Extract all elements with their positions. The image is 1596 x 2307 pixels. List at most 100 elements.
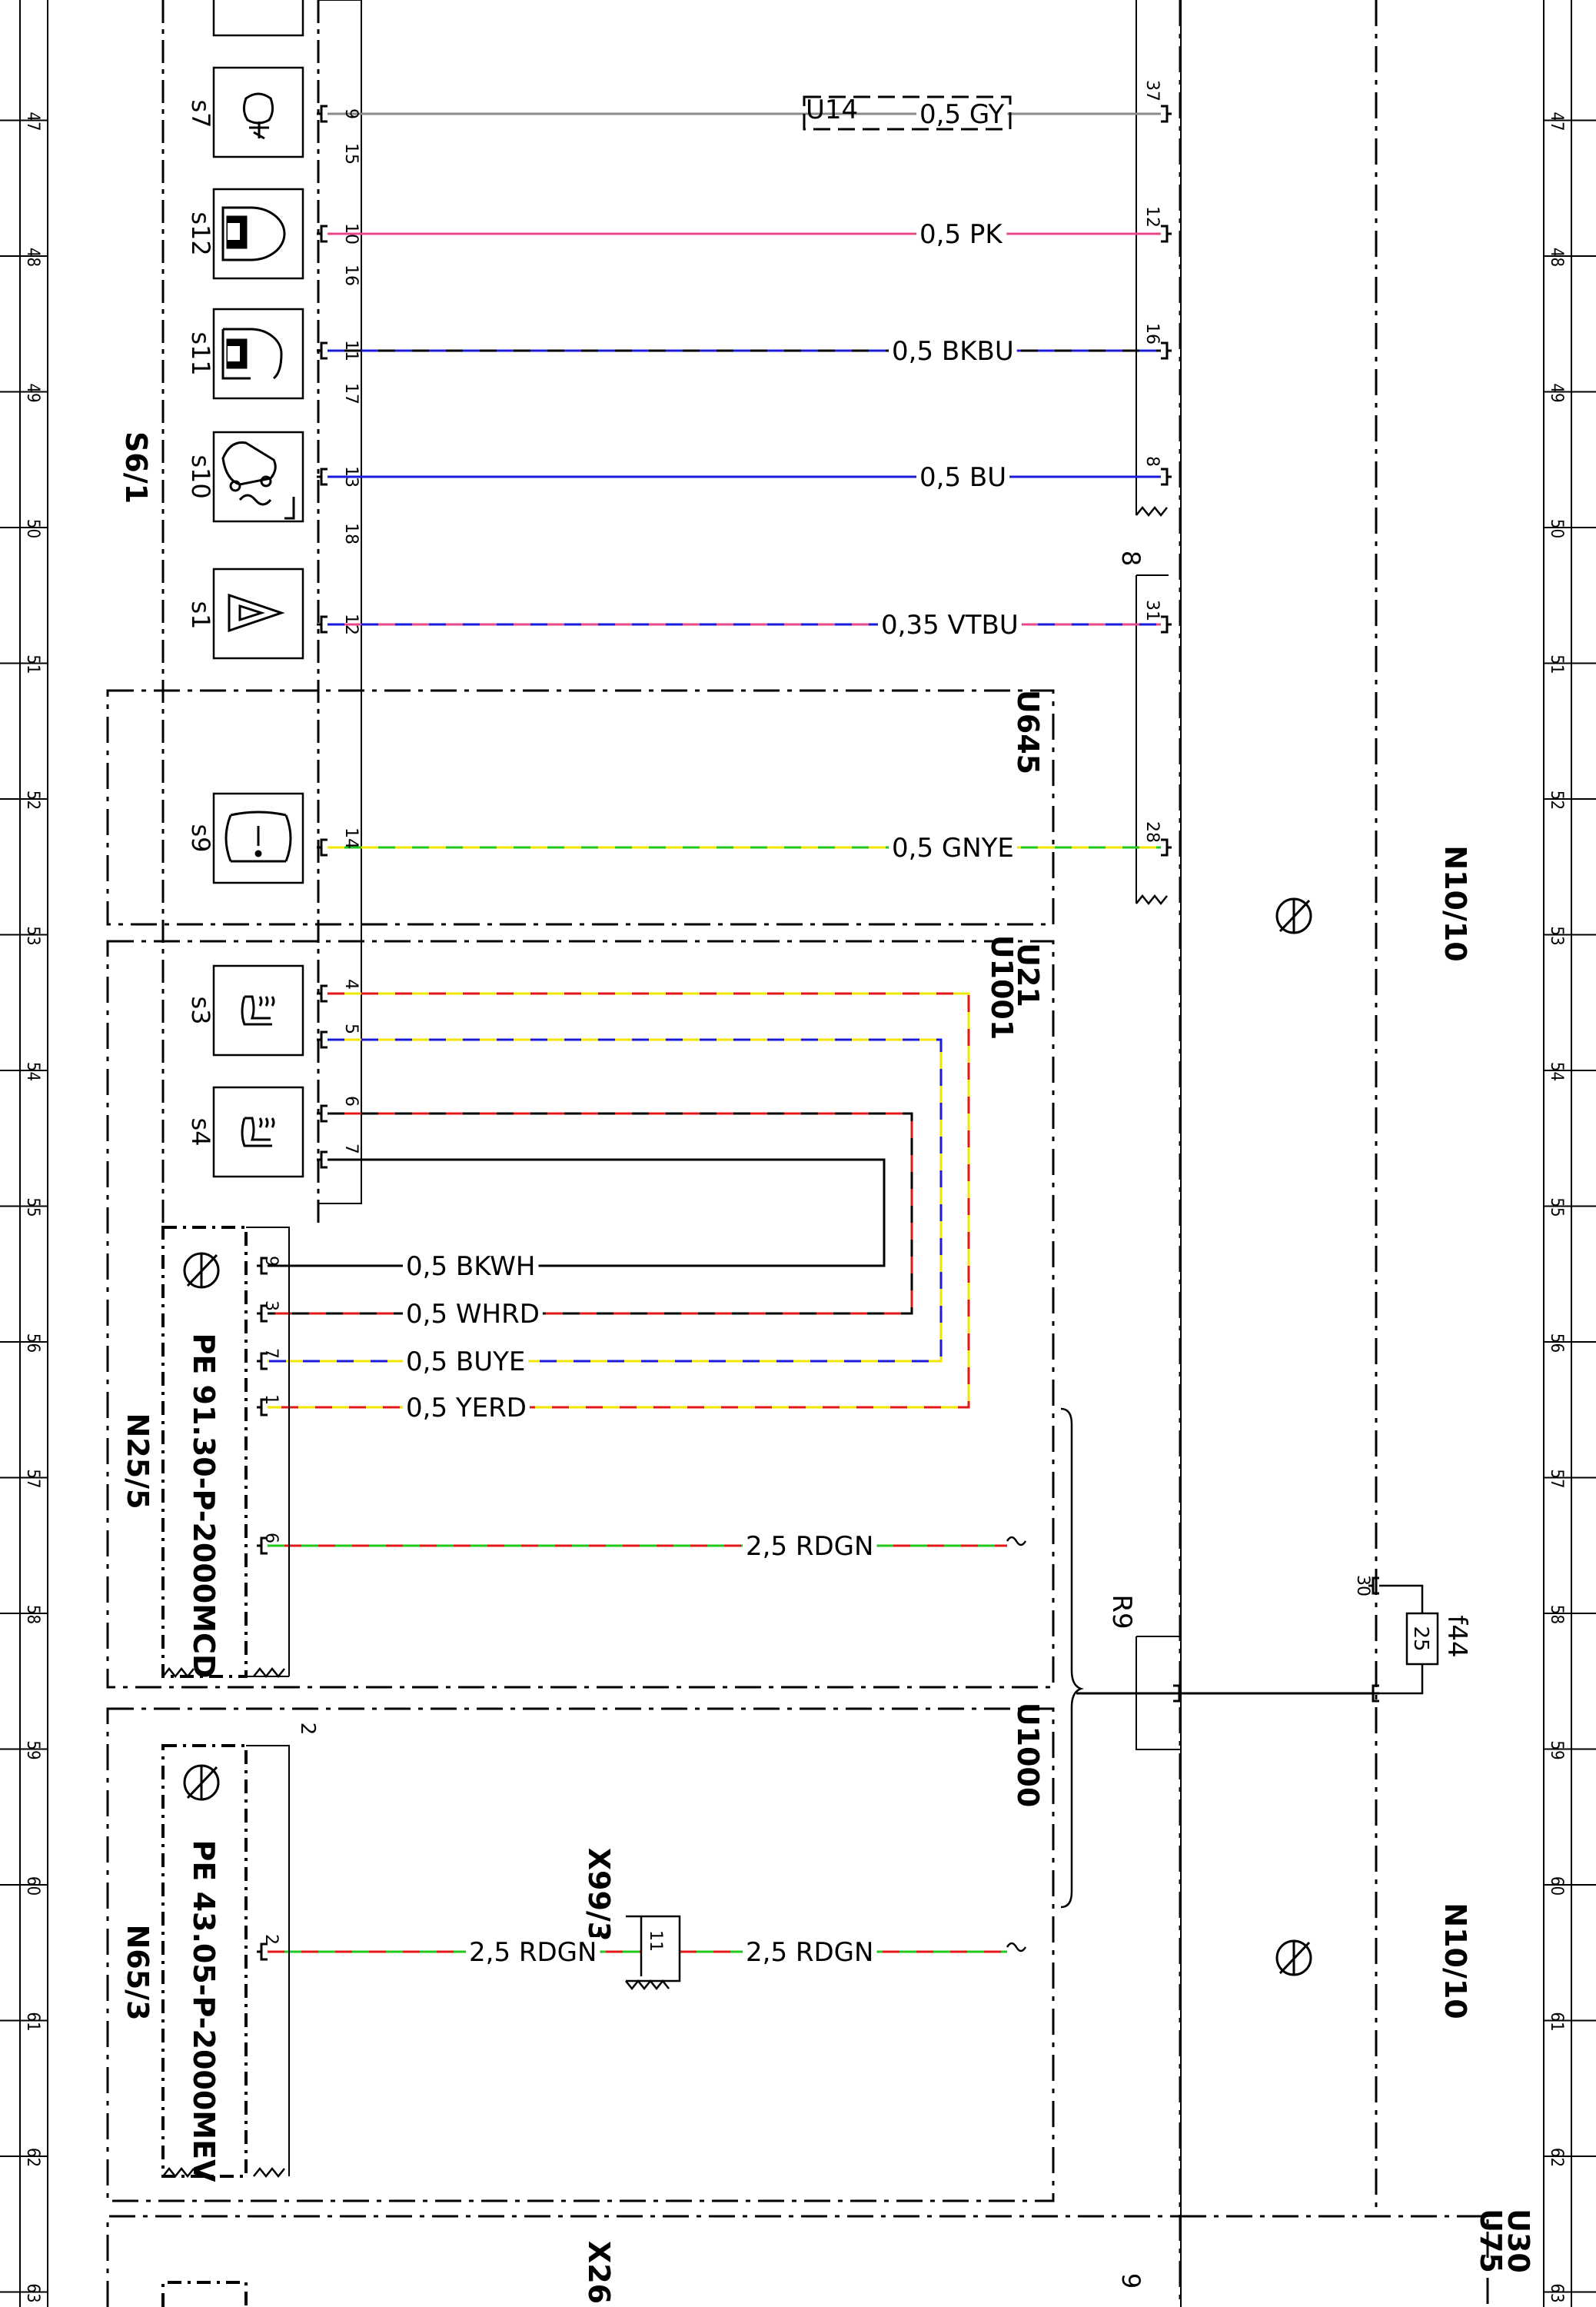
pin-number: 4 [341, 979, 361, 990]
switch-box-s10 [212, 431, 304, 523]
pin-number: 2 [261, 1934, 281, 1945]
pin-number: 15 [341, 143, 361, 165]
pin-number: 9 [1116, 2273, 1145, 2289]
pin-number: 17 [341, 383, 361, 404]
pin-number: 30 [1353, 1575, 1372, 1596]
pin-stub [257, 1304, 268, 1323]
seat-heater-icon-s3 [241, 995, 275, 1026]
n25-5-housing [246, 1227, 290, 1676]
hazard-warning-icon [228, 593, 285, 633]
wire-label-bkwh: 0,5 BKWH [406, 1251, 535, 1282]
x99-3-connector [625, 1915, 681, 1991]
ruler-number-right: 63 [1547, 2283, 1566, 2302]
pin-number: 6 [341, 1096, 361, 1107]
wire-label-rdgn3: 2,5 RDGN [746, 1937, 873, 1968]
n65-3-frame [161, 1744, 248, 2178]
wire-label-yerd: 0,5 YERD [406, 1393, 527, 1423]
wire-bkwh [268, 1158, 886, 1267]
switch-label-s3: s3 [186, 996, 215, 1024]
ruler-number-right: 54 [1547, 1062, 1566, 1081]
label-n25-5: N25/5 [121, 1413, 155, 1509]
pin-number: 6 [261, 1533, 281, 1543]
pin-number: 9 [341, 108, 361, 119]
s6-1-housing [318, 0, 362, 1204]
switch-label-s7: s7 [186, 99, 215, 128]
pin-stub [1161, 225, 1172, 243]
pin-number: 5 [341, 1024, 361, 1034]
ruler-number-right: 49 [1547, 383, 1566, 402]
ruler-number-left: 59 [23, 1740, 42, 1759]
ruler-number-left: 55 [23, 1197, 42, 1217]
connector-number: 8 [1116, 551, 1145, 566]
switch-box-s4 [212, 1086, 304, 1178]
pin-stub [1161, 615, 1172, 634]
switch-label-s9: s9 [186, 824, 215, 852]
label-r9: R9 [1106, 1594, 1137, 1629]
ground-symbol-n65 [183, 1764, 220, 1801]
tire-pressure-icon [224, 811, 292, 863]
wire-end-squiggle [1006, 1942, 1027, 1952]
pin-number: 28 [1142, 821, 1162, 843]
ruler-number-right: 55 [1547, 1197, 1566, 1217]
n25-5-frame [161, 1226, 248, 1678]
ruler-number-left: 53 [23, 926, 42, 945]
u645-frame [106, 689, 1055, 926]
u14-box [803, 95, 1012, 131]
label-n65-3: N65/3 [121, 1924, 155, 2020]
wire-whrd [268, 1112, 913, 1315]
ruler-number-right: 60 [1547, 1876, 1566, 1896]
wire-buye-stripe [268, 1038, 943, 1363]
pin-number: 18 [341, 523, 361, 544]
ruler-number-right: 51 [1547, 654, 1566, 674]
wire-label-gy: 0,5 GY [919, 99, 1005, 130]
wire-label-rdgn2: 2,5 RDGN [469, 1937, 597, 1968]
n10-10-connector-strip [1135, 0, 1182, 2307]
right-ruler [1543, 0, 1572, 2307]
pin-stub [317, 468, 328, 486]
label-f44: f44 [1441, 1615, 1472, 1657]
ruler-number-right: 59 [1547, 1740, 1566, 1759]
ruler-number-left: 54 [23, 1062, 42, 1081]
label-n25-5-pe: PE 91.30-P-2000MCD [187, 1333, 221, 1679]
pin-stub [1161, 341, 1172, 360]
pin-number: 11 [646, 1930, 665, 1952]
connector-break [253, 1666, 285, 1679]
pin-number: 12 [341, 614, 361, 635]
pin-stub [1368, 1684, 1379, 1703]
pin-stub [257, 1942, 268, 1961]
left-ruler [19, 0, 48, 2307]
switch-label-s10: s10 [186, 454, 215, 498]
switch-label-s12: s12 [186, 211, 215, 255]
pin-number: 16 [1142, 323, 1162, 345]
ruler-number-left: 50 [23, 519, 42, 538]
pin-number: 16 [341, 265, 361, 286]
connector-break [162, 1666, 195, 1679]
label-n10-10-top: N10/10 [1438, 845, 1472, 961]
label-x99-3: X99/3 [582, 1848, 616, 1942]
ruler-number-left: 62 [23, 2148, 42, 2167]
pin-stub [257, 1536, 268, 1555]
pin-stub [317, 984, 328, 1003]
wire-label-vtbu: 0,35 VTBU [881, 610, 1019, 641]
label-u1001: U1001 [985, 935, 1019, 1040]
wire-label-rdgn1: 2,5 RDGN [746, 1531, 873, 1562]
x26-frame [106, 2215, 1180, 2307]
connector-break [1135, 894, 1168, 906]
wire-yerd [268, 992, 970, 1409]
pin-number: 11 [341, 340, 361, 361]
pin-number: 12 [1142, 206, 1162, 228]
label-u21: U21 [1011, 943, 1045, 1007]
ruler-number-left: 58 [23, 1605, 42, 1624]
pin-number: 3 [261, 1300, 281, 1311]
label-u30: U30 [1501, 2209, 1535, 2273]
switch-box-s7 [212, 66, 304, 158]
esp-off-icon [221, 441, 295, 520]
switch-label-s1: s1 [186, 601, 215, 629]
wire-label-buye: 0,5 BUYE [406, 1347, 525, 1377]
ruler-number-left: 48 [23, 248, 42, 267]
door-unlock-icon [221, 328, 283, 380]
x26-module-frame [161, 2281, 248, 2307]
n65-3-housing [246, 1745, 290, 2176]
connector-break [1135, 505, 1168, 518]
